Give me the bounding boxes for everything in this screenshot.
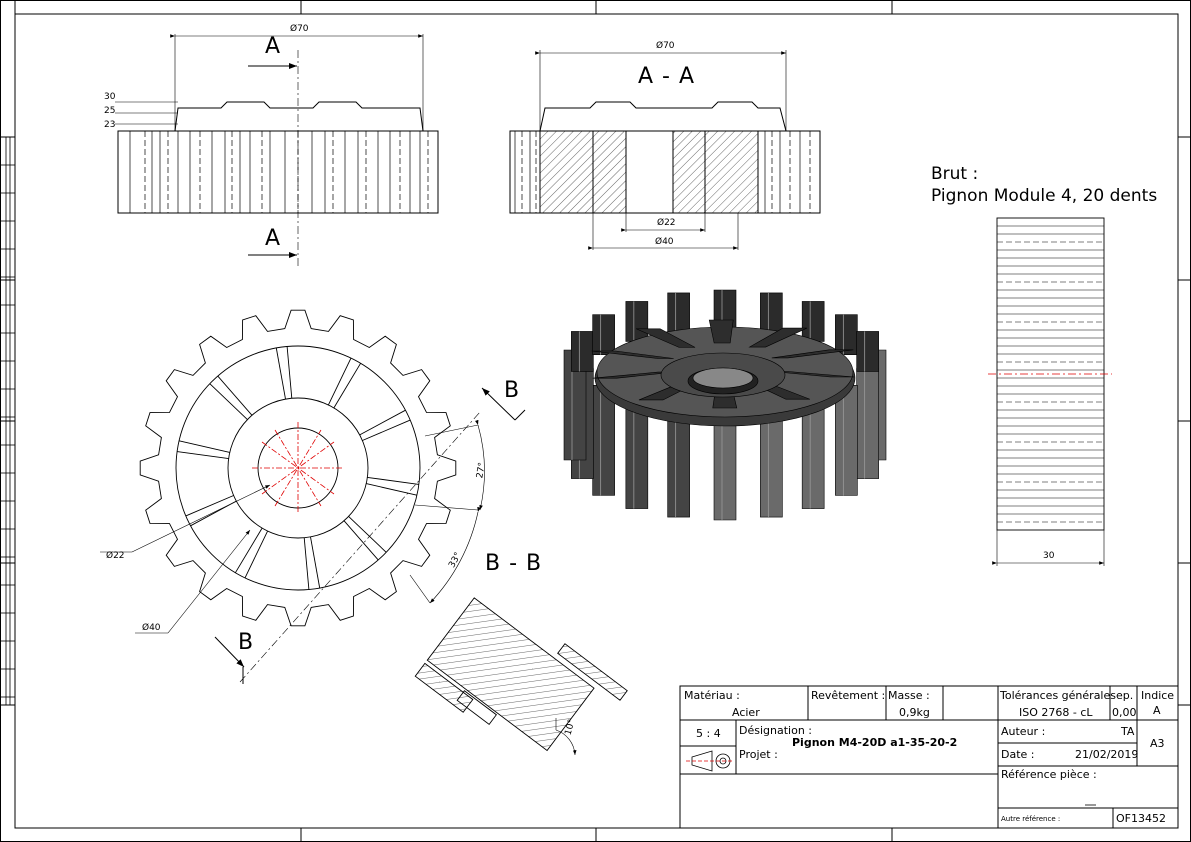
gear3d-tooth [592, 384, 615, 496]
materiau-value: Acier [732, 706, 760, 719]
gear3d-tooth [835, 314, 858, 356]
gear-rib-edge [235, 527, 263, 573]
title-block [679, 685, 1179, 829]
brut-width-dim: 30 [1043, 551, 1055, 561]
section-aa-title: A - A [638, 64, 696, 89]
ep-label: ep. [1116, 689, 1134, 702]
gear-rib-edge [359, 409, 406, 436]
gear-rib-edge [178, 440, 230, 453]
auteur-value: TA [1121, 725, 1135, 738]
designation-label: Désignation : [739, 724, 812, 737]
gear3d-rib [748, 327, 808, 348]
masse-value: 0,9kg [899, 706, 930, 719]
gear-section-marker-bottom: B [238, 630, 255, 655]
scale-value: 5 : 4 [696, 727, 721, 740]
front-dim-diameter: Ø70 [290, 24, 309, 34]
gear3d-tooth [625, 301, 649, 342]
masse-label: Masse : [888, 689, 930, 702]
auteur-label: Auteur : [1001, 725, 1046, 738]
gear-rib-edge [303, 537, 310, 590]
gear-3d-view [563, 289, 887, 521]
gear3d-tooth [801, 301, 825, 342]
gear-rib-edge [310, 536, 321, 589]
gear-rib-edge [348, 516, 387, 553]
gear3d-tooth [856, 331, 879, 372]
gear3d-tooth [592, 314, 615, 356]
gear3d-tooth [571, 331, 594, 372]
date-value: 21/02/2019 [1075, 748, 1139, 761]
gear3d-tooth [760, 292, 783, 334]
front-section-marker-top: A [265, 34, 282, 59]
indice-label: Indice [1141, 689, 1175, 702]
front-height-30: 30 [104, 92, 116, 102]
gear-rib-edge [366, 483, 418, 496]
front-height-25: 25 [104, 106, 116, 116]
gear-rib-edge [275, 347, 286, 400]
gear3d-rib [708, 319, 734, 344]
section-bb-view [414, 597, 628, 756]
gear3d-rib [771, 349, 854, 359]
section-aa-view [509, 50, 821, 250]
gear-top-view [100, 309, 526, 684]
gear-rib-edge [333, 363, 361, 409]
gear-section-marker-top: B [504, 378, 521, 403]
gear3d-rib [591, 350, 674, 359]
gear3d-tooth [667, 292, 690, 334]
revetement-label: Revêtement : [811, 689, 886, 702]
gear-rib-edge [362, 419, 411, 441]
projection-symbol-icon [686, 750, 732, 772]
tolerances-value: ISO 2768 - cL [1019, 706, 1093, 719]
gear-rib-edge [327, 357, 352, 406]
autre-reference-value: OF13452 [1116, 812, 1166, 825]
materiau-label: Matériau : [684, 689, 740, 702]
brut-description: Pignon Module 4, 20 dents [931, 186, 1158, 206]
format-value: A3 [1150, 737, 1165, 750]
front-view [115, 34, 439, 268]
tolerances-label: Tolérances générales [1000, 689, 1116, 702]
gear-rib-edge [367, 476, 419, 485]
designation-value: Pignon M4-20D a1-35-20-2 [792, 736, 958, 749]
front-height-23: 23 [104, 120, 116, 130]
gear-rib-edge [286, 346, 293, 399]
reference-label: Référence pièce : [1001, 768, 1097, 781]
gear3d-tooth [713, 409, 737, 521]
ep-value: 0,00 [1112, 706, 1137, 719]
gear3d-tooth [856, 368, 879, 479]
gear-rib-edge [244, 530, 269, 579]
gear-rib-edge [209, 383, 248, 420]
gear3d-rib [635, 328, 696, 348]
gear-rib-edge [177, 451, 229, 460]
indice-value: A [1153, 704, 1161, 717]
brut-view [988, 217, 1112, 566]
section-aa-dim-hub: Ø40 [655, 237, 674, 247]
gear-rib-edge [185, 495, 234, 517]
gear-dim-bore: Ø22 [106, 551, 125, 561]
section-bb-title: B - B [485, 551, 543, 576]
section-aa-dim-diameter: Ø70 [656, 41, 675, 51]
gear3d-tooth [835, 384, 858, 496]
date-label: Date : [1001, 748, 1035, 761]
autre-reference-label: Autre référence : [1001, 815, 1061, 823]
projet-label: Projet : [739, 748, 778, 761]
brut-title: Brut : [931, 164, 979, 184]
gear-dim-hub: Ø40 [142, 623, 161, 633]
section-aa-dim-bore: Ø22 [657, 218, 676, 228]
front-section-marker-bottom: A [265, 226, 282, 251]
gear-rib-edge [343, 520, 379, 561]
gear-rib-edge [217, 375, 253, 416]
